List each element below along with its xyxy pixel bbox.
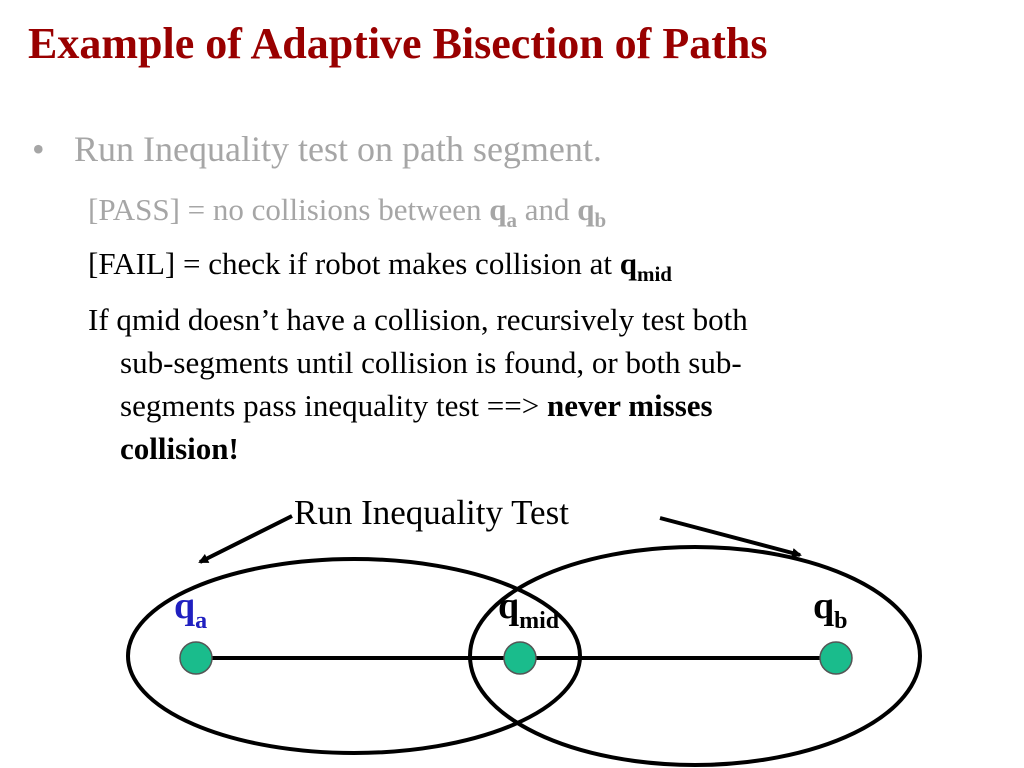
pass-qa-sub: a — [506, 208, 518, 232]
qb-label-q: q — [813, 585, 835, 627]
para-line-3-bold: never misses — [546, 388, 713, 423]
qb-label-sub: b — [834, 608, 848, 634]
node-qb — [819, 641, 853, 675]
bullet-symbol: • — [32, 129, 45, 169]
bisection-diagram: Run Inequality Test qa qmid qb — [0, 480, 1024, 768]
qmid-label-q: q — [498, 585, 520, 627]
run-inequality-test-label: Run Inequality Test — [294, 493, 569, 532]
pass-qa-q: q — [489, 192, 507, 227]
node-qmid — [503, 641, 537, 675]
para-line-4-bold: collision! — [120, 431, 239, 466]
fail-qmid-q: q — [619, 246, 637, 281]
pass-line: [PASS] = no collisions between qa and qb — [88, 192, 606, 231]
fail-line: [FAIL] = check if robot makes collision … — [88, 246, 672, 285]
para-line-3-text: segments pass inequality test ==> — [120, 388, 547, 423]
pass-qa: qa — [489, 192, 517, 231]
bullet-item: • Run Inequality test on path segment. — [32, 128, 602, 170]
para-line-3: segments pass inequality test ==> never … — [88, 384, 948, 427]
para-line-2: sub-segments until collision is found, o… — [120, 345, 742, 380]
qmid-label: qmid — [498, 584, 559, 633]
qa-label-q: q — [174, 585, 196, 627]
para-line-1: If qmid doesn’t have a collision, recurs… — [88, 302, 748, 337]
arrow-left — [198, 514, 293, 564]
fail-qmid-sub: mid — [636, 262, 672, 286]
pass-qb-q: q — [577, 192, 595, 227]
pass-qb: qb — [577, 192, 606, 231]
qa-label-sub: a — [195, 608, 208, 634]
diagram-svg — [126, 514, 922, 767]
qb-label: qb — [813, 584, 848, 633]
fail-prefix: [FAIL] = check if robot makes collision … — [88, 246, 620, 281]
node-qa — [179, 641, 213, 675]
qmid-label-sub: mid — [519, 608, 560, 634]
arrow-right — [659, 516, 802, 558]
bullet-text: Run Inequality test on path segment. — [74, 129, 602, 169]
pass-qb-sub: b — [594, 208, 607, 232]
qa-label: qa — [174, 584, 207, 633]
slide-title: Example of Adaptive Bisection of Paths — [28, 19, 768, 68]
explanation-paragraph: If qmid doesn’t have a collision, recurs… — [88, 298, 948, 470]
para-line-4: collision! — [88, 427, 948, 470]
pass-prefix: [PASS] = no collisions between — [88, 192, 490, 227]
pass-and: and — [517, 192, 578, 227]
fail-qmid: qmid — [619, 246, 672, 285]
